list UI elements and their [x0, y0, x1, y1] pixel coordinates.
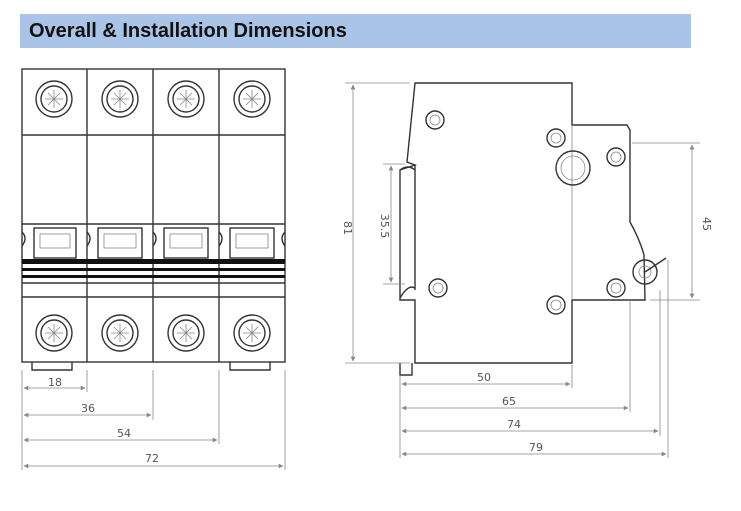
- dim-45: 45: [700, 217, 713, 231]
- mount-hole-4: [428, 278, 448, 298]
- header-bar: Overall & Installation Dimensions: [20, 14, 691, 48]
- side-view: 81 35.5 45 50 65 74 79: [341, 82, 713, 458]
- mount-hole-5: [546, 295, 566, 315]
- dim-79: 79: [529, 441, 543, 454]
- screw-top-4: [233, 80, 271, 118]
- handle-4: [229, 227, 275, 259]
- din-clip-right: [229, 362, 271, 371]
- toggle-knob: [632, 259, 658, 285]
- handle-2: [97, 227, 143, 259]
- mount-hole-2: [546, 128, 566, 148]
- dim-50: 50: [477, 371, 491, 384]
- dim-54: 54: [117, 427, 131, 440]
- dim-65: 65: [502, 395, 516, 408]
- mount-hole-3: [606, 147, 626, 167]
- screw-top-1: [35, 80, 73, 118]
- mount-hole-6: [606, 278, 626, 298]
- dim-36: 36: [81, 402, 95, 415]
- screw-bottom-3: [167, 314, 205, 352]
- dim-35-5: 35.5: [378, 214, 391, 239]
- screw-bottom-1: [35, 314, 73, 352]
- dim-72: 72: [145, 452, 159, 465]
- screw-bottom-4: [233, 314, 271, 352]
- handle-1: [33, 227, 77, 259]
- front-view: 18 36 54 72: [21, 68, 286, 470]
- page-title: Overall & Installation Dimensions: [29, 20, 347, 42]
- side-dimensions: 81 35.5 45 50 65 74 79: [341, 82, 713, 458]
- mount-hole-1: [425, 110, 445, 130]
- handle-3: [163, 227, 209, 259]
- front-dimensions: 18 36 54 72: [21, 370, 286, 470]
- dim-81: 81: [341, 221, 354, 235]
- rivet-large: [555, 150, 591, 186]
- side-body-outline: [399, 82, 646, 364]
- dim-74: 74: [507, 418, 521, 431]
- screw-top-3: [167, 80, 205, 118]
- screw-bottom-2: [101, 314, 139, 352]
- screw-top-2: [101, 80, 139, 118]
- dim-18: 18: [48, 376, 62, 389]
- din-clip-left: [31, 362, 73, 371]
